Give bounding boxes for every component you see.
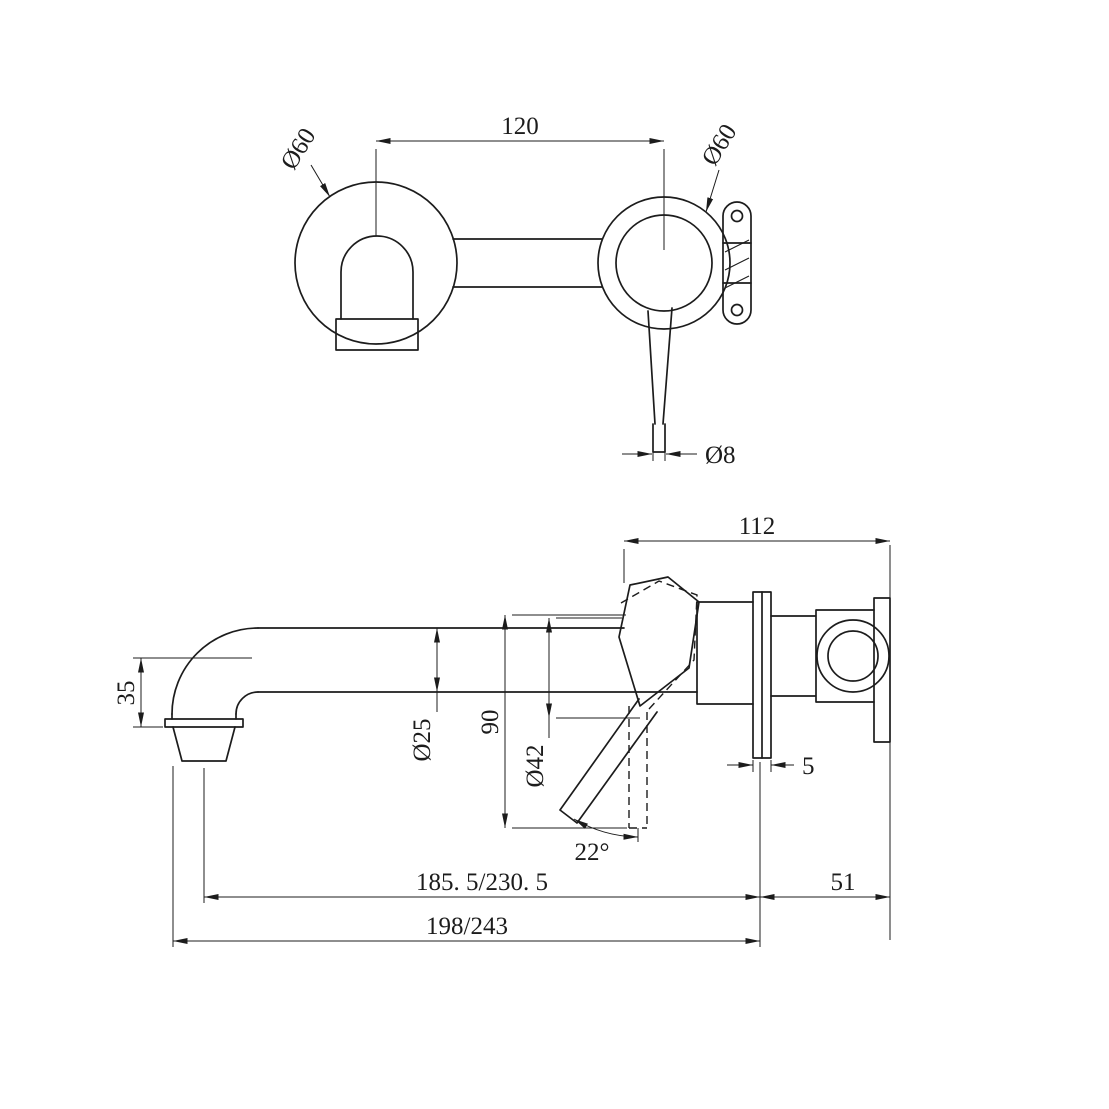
dim-dia8-label: Ø8 [705, 442, 736, 469]
side-view-dashed [620, 580, 698, 829]
connecting-bar [452, 238, 603, 288]
dim-22deg-label: 22° [575, 839, 610, 866]
handle-knob-rotated-dashed [620, 580, 698, 710]
bracket-screw-hole-top [730, 209, 744, 223]
dim-120-label: 120 [501, 113, 539, 140]
dim-spout-reach-label: 185. 5/230. 5 [416, 869, 548, 896]
bracket-screw-hole-bottom [730, 303, 744, 317]
wall-bracket [873, 597, 891, 743]
bracket-detail-lines [722, 242, 752, 284]
front-view: 120 Ø60 Ø60 Ø8 [276, 113, 752, 469]
elbow-outer-arc [171, 627, 259, 715]
dim-dia60-right-label: Ø60 [697, 120, 743, 171]
handle-knob-side [618, 576, 700, 707]
valve-port-inner [827, 630, 879, 682]
bracket-hatch [724, 239, 750, 289]
ext-lines-rod [652, 452, 666, 461]
handle-rod-front [652, 423, 666, 453]
ext-lines-dia42 [556, 617, 640, 719]
handle-lever-vertical-dashed [628, 706, 648, 829]
side-view-dimensions [133, 538, 891, 947]
outlet-nozzle [172, 726, 236, 762]
dim-90-label: 90 [477, 710, 504, 735]
outlet-flange [164, 718, 244, 728]
dim-arc-22deg [573, 818, 639, 840]
dim-dia60-left-label: Ø60 [276, 124, 322, 175]
handle-base-cylinder [696, 601, 754, 705]
valve-body [770, 609, 875, 703]
ext-lines-5 [752, 760, 772, 772]
mounting-bracket [722, 201, 752, 325]
dim-dia25-label: Ø25 [409, 718, 436, 761]
front-view-dimensions [310, 138, 720, 461]
dim-51-label: 51 [831, 869, 856, 896]
spout-outlet-rect [335, 318, 419, 351]
ext-lines-35 [133, 657, 252, 728]
ext-lines-bottom [172, 762, 761, 947]
dim-35-label: 35 [113, 681, 140, 706]
dim-112-label: 112 [739, 513, 776, 540]
dim-5-label: 5 [802, 753, 815, 780]
spout-arch [340, 235, 414, 320]
side-view-geometry [164, 576, 891, 824]
elbow-inner-arc [235, 691, 259, 715]
leader-dia60-left [310, 164, 331, 198]
leader-dia60-right [705, 169, 720, 213]
handle-lever-front [647, 307, 673, 425]
valve-port-outer [816, 619, 890, 693]
side-view: 112 35 Ø25 90 Ø42 22° 5 185. 5/230. 5 51… [113, 513, 891, 947]
front-view-geometry [294, 181, 752, 453]
spout-tube [257, 627, 698, 693]
dim-total-reach-label: 198/243 [426, 913, 508, 940]
dim-dia42-label: Ø42 [522, 744, 549, 787]
